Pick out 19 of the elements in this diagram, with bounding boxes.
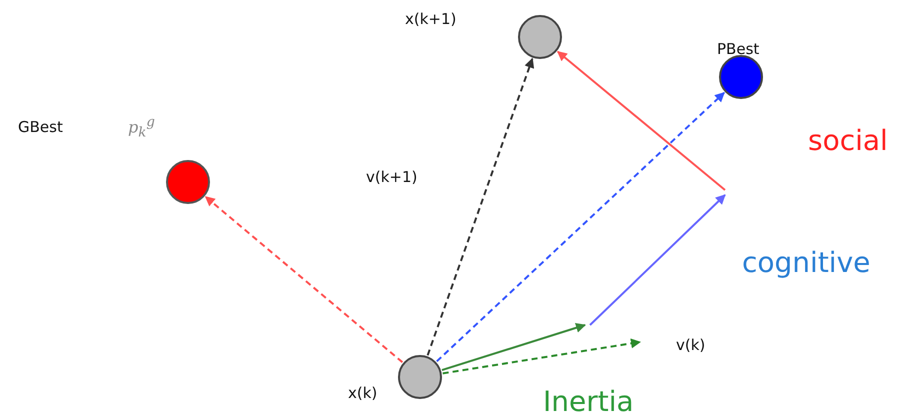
node-caption: PBest bbox=[717, 40, 760, 58]
arrow bbox=[436, 92, 725, 362]
component-label: cognitive bbox=[742, 246, 870, 279]
arrow bbox=[442, 338, 641, 374]
arrow bbox=[556, 50, 726, 191]
vector-label: v(k) bbox=[676, 336, 706, 354]
particle-circle bbox=[166, 160, 210, 204]
component-label: social bbox=[808, 124, 888, 157]
node-caption: x(k) bbox=[348, 384, 378, 402]
component-label: Inertia bbox=[543, 385, 634, 418]
vector-label: x(k+1) bbox=[405, 10, 456, 28]
particle-circle bbox=[719, 55, 763, 99]
particle-circle bbox=[518, 15, 562, 59]
particle-circle bbox=[398, 355, 442, 399]
arrow bbox=[426, 58, 534, 356]
vector-label: GBest bbox=[18, 118, 63, 136]
arrow bbox=[204, 196, 404, 363]
arrow bbox=[442, 322, 586, 372]
vector-label: v(k+1) bbox=[366, 168, 418, 186]
